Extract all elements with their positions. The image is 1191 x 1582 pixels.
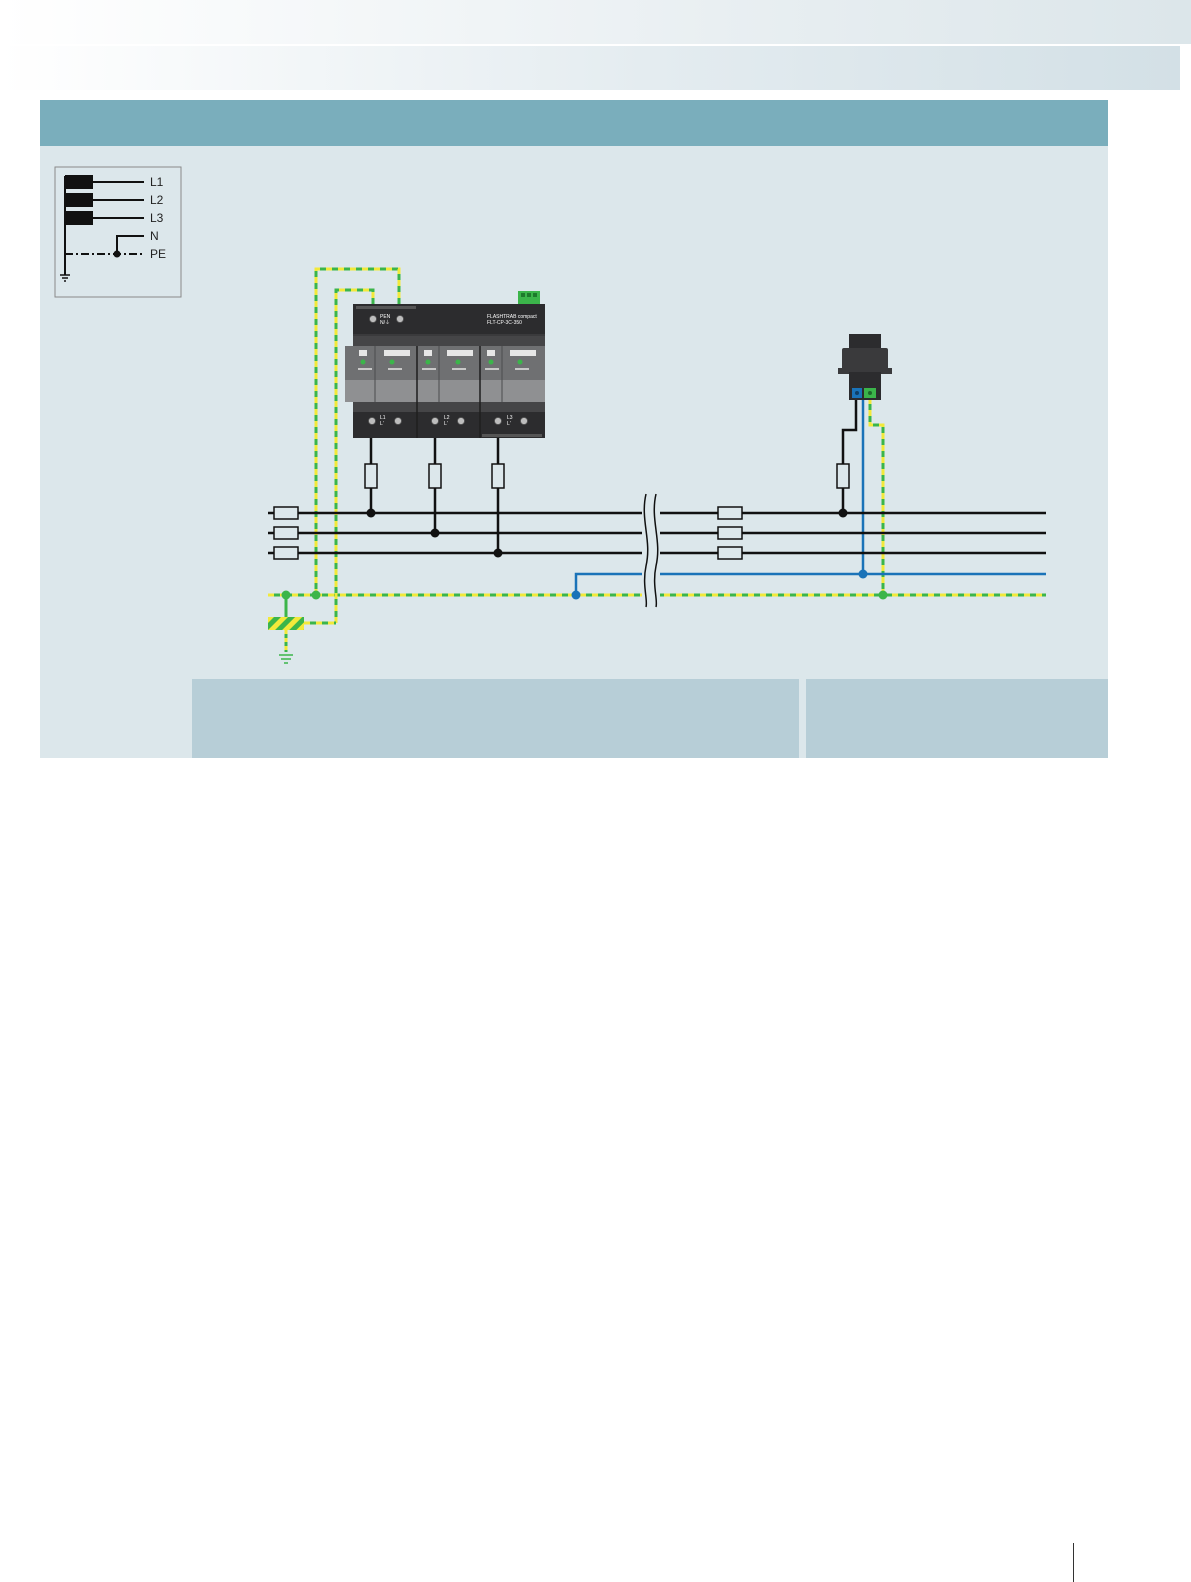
earth-icon xyxy=(279,654,293,664)
fuse-icon xyxy=(717,526,743,540)
terminal-label-l3-sub: L' xyxy=(507,421,511,427)
terminal-label-l3: L3 xyxy=(507,415,513,421)
fuses xyxy=(273,463,850,560)
line-break-icon xyxy=(643,493,659,608)
legend-label-l1: L1 xyxy=(150,175,164,189)
legend-box: L1 L2 L3 N PE xyxy=(54,166,182,298)
terminal-label-l1-sub: L' xyxy=(380,421,384,427)
device-model-label: FLT-CP-3C-350 xyxy=(487,320,522,326)
legend-bar-l3 xyxy=(65,211,93,225)
top-band xyxy=(0,0,1191,44)
fuse-icon xyxy=(273,506,299,520)
remote-signal-connector-icon xyxy=(518,291,540,304)
fuse-icon xyxy=(491,463,505,489)
surge-protector-device: PEN N/⏚ FLASHTRAB compact FLT-CP-3C-350 … xyxy=(345,291,545,438)
legend-label-l3: L3 xyxy=(150,211,164,225)
legend-label-n: N xyxy=(150,229,159,243)
panel-header xyxy=(40,100,1108,146)
legend-bar-l1 xyxy=(65,175,93,189)
legend-label-pe: PE xyxy=(150,247,166,261)
page-number-rule xyxy=(1073,1543,1074,1582)
fuse-icon xyxy=(717,506,743,520)
diagram-panel xyxy=(40,100,1108,758)
caption-box-left xyxy=(192,679,799,758)
top-band-secondary xyxy=(0,46,1180,90)
terminal-label-pen-sub: N/⏚ xyxy=(380,319,390,326)
caption-box-right xyxy=(806,679,1108,758)
terminal-label-l2: L2 xyxy=(444,415,450,421)
fuse-icon xyxy=(428,463,442,489)
fuse-icon xyxy=(273,546,299,560)
device-protection-module xyxy=(838,334,892,400)
legend-label-l2: L2 xyxy=(150,193,164,207)
device-brand-label: FLASHTRAB compact xyxy=(487,314,537,320)
equipotential-bar xyxy=(268,617,304,630)
legend-earth-icon xyxy=(60,274,70,282)
legend-bar-l2 xyxy=(65,193,93,207)
terminal-label-l2-sub: L' xyxy=(444,421,448,427)
fuse-icon xyxy=(364,463,378,489)
fuse-icon xyxy=(836,463,850,489)
junctions xyxy=(281,508,888,600)
terminal-label-pen: PEN xyxy=(380,314,391,320)
fuse-icon xyxy=(273,526,299,540)
neutral-conductor xyxy=(574,398,1046,595)
fuse-icon xyxy=(717,546,743,560)
terminal-label-l1: L1 xyxy=(380,415,386,421)
